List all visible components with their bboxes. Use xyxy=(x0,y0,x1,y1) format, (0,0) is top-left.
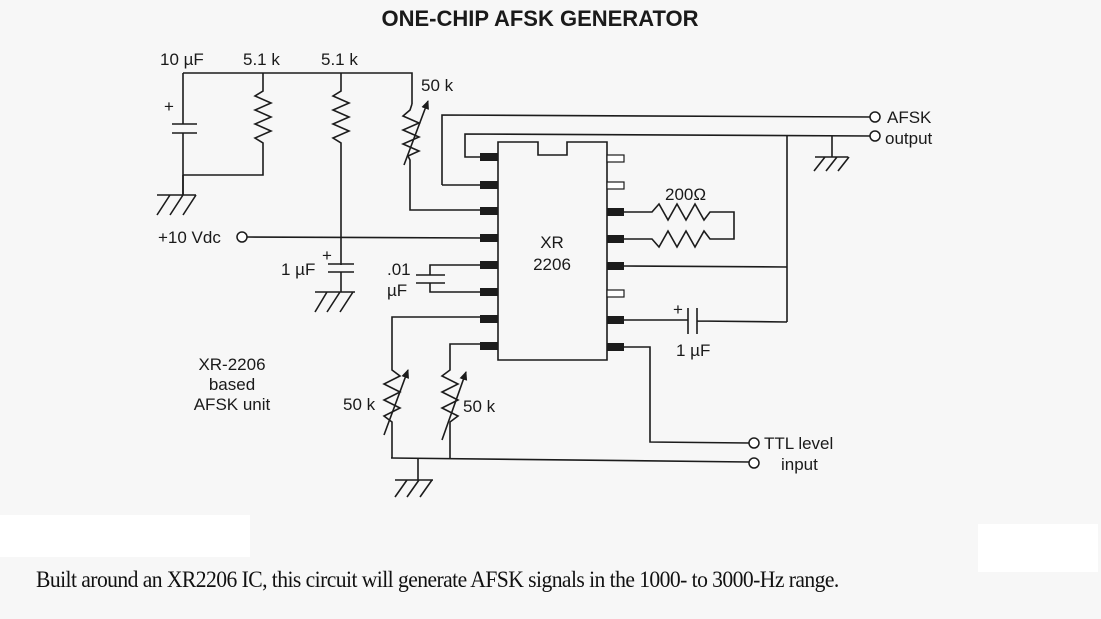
white-patch-left xyxy=(0,515,250,557)
res-200ohm-label: 200Ω xyxy=(665,185,706,204)
potentiometer-50k-right xyxy=(440,343,483,458)
afsk-output-wire-2 xyxy=(464,133,872,158)
cap-1uf-right-label: 1 µF xyxy=(676,341,710,360)
chip-label-1: XR xyxy=(540,233,564,252)
svg-text:+: + xyxy=(673,300,683,319)
res-5k1-2-label: 5.1 k xyxy=(321,50,358,69)
resistor-5k1-1 xyxy=(183,73,273,176)
resistor-200ohm xyxy=(624,202,735,249)
afsk-output-terminal-2[interactable] xyxy=(869,130,881,142)
output-ground xyxy=(813,136,850,172)
top-rail-wire xyxy=(183,72,413,104)
supply-label: +10 Vdc xyxy=(158,228,221,247)
potentiometer-50k-top xyxy=(401,100,483,211)
potentiometer-50k-left xyxy=(382,316,483,458)
resistor-5k1-2 xyxy=(331,73,351,265)
capacitor-1uf-supply: + xyxy=(314,246,355,313)
cap-01uf-label-1: .01 xyxy=(387,260,411,279)
res-5k1-1-label: 5.1 k xyxy=(243,50,280,69)
supply-terminal[interactable] xyxy=(236,231,248,243)
afsk-output-wire xyxy=(441,114,872,185)
pot-50k-top-label: 50 k xyxy=(421,76,454,95)
afsk-output-terminal[interactable] xyxy=(869,111,881,123)
pot-50k-right-label: 50 k xyxy=(463,397,496,416)
ttl-label-2: input xyxy=(781,455,818,474)
ttl-return-wire xyxy=(390,457,750,463)
capacitor-01uf xyxy=(416,264,483,293)
ttl-input-wire xyxy=(624,346,750,444)
ttl-input-terminal-2[interactable] xyxy=(748,457,760,469)
cap-01uf-label-2: µF xyxy=(387,281,407,300)
figure-caption: Built around an XR2206 IC, this circuit … xyxy=(36,567,839,592)
afsk-label-2: output xyxy=(885,129,933,148)
unit-label-2: based xyxy=(209,375,255,394)
unit-label-3: AFSK unit xyxy=(194,395,271,414)
ttl-input-terminal[interactable] xyxy=(748,437,760,449)
cap-10uf-label: 10 µF xyxy=(160,50,204,69)
capacitor-10uf: + xyxy=(164,73,197,195)
ttl-label-1: TTL level xyxy=(764,434,833,453)
afsk-label-1: AFSK xyxy=(887,108,932,127)
svg-text:+: + xyxy=(164,97,174,116)
pin-wire-right xyxy=(623,265,788,268)
ground-symbol-bottom xyxy=(394,458,433,498)
pot-50k-left-label: 50 k xyxy=(343,395,376,414)
white-patch-right xyxy=(978,524,1098,572)
chip-label-2: 2206 xyxy=(533,255,571,274)
diagram-title: ONE-CHIP AFSK GENERATOR xyxy=(382,6,699,31)
unit-label-1: XR-2206 xyxy=(198,355,265,374)
ground-symbol xyxy=(156,175,197,216)
supply-wire xyxy=(246,236,484,239)
svg-text:+: + xyxy=(322,246,332,265)
capacitor-1uf-right: + xyxy=(624,300,788,334)
cap-1uf-supply-label: 1 µF xyxy=(281,260,315,279)
xr2206-chip xyxy=(480,141,625,361)
